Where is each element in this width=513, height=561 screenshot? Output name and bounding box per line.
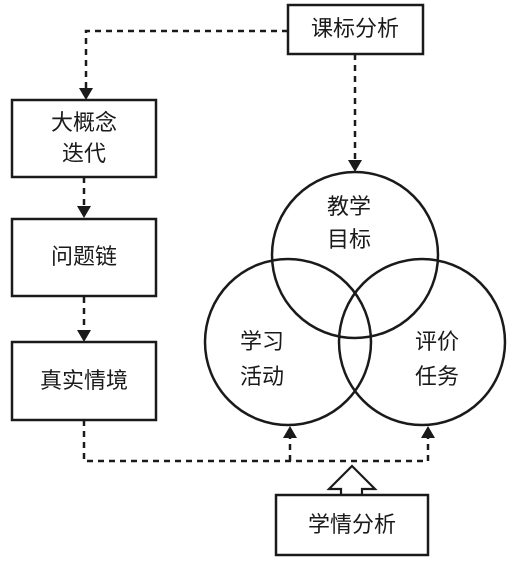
label-real-context: 真实情境 — [40, 369, 128, 394]
arrowhead-to-big-concept — [79, 88, 93, 100]
connector-context-bottom-line — [82, 420, 428, 463]
label-evaluation-tasks-line2: 任务 — [415, 365, 459, 390]
label-big-concept-line1: 大概念 — [51, 111, 117, 136]
circle-learning-activities — [203, 257, 373, 427]
arrowhead-to-evaluation — [421, 426, 435, 438]
label-teaching-goals-line1: 教学 — [327, 195, 371, 220]
label-learning-activities-line2: 活动 — [240, 365, 284, 390]
label-teaching-goals-line2: 目标 — [327, 228, 371, 253]
box-big-concept-iteration — [10, 98, 158, 179]
arrowhead-to-activities — [283, 426, 297, 438]
box-curriculum-analysis — [286, 3, 425, 56]
circle-teaching-goals — [270, 170, 440, 340]
arrowhead-to-context — [77, 330, 91, 342]
label-learning-activities-line1: 学习 — [240, 330, 284, 355]
box-problem-chain — [10, 217, 158, 298]
box-learner-analysis — [274, 493, 430, 557]
label-curriculum-analysis: 课标分析 — [311, 17, 399, 42]
box-real-context — [10, 340, 158, 422]
connector-curriculum-to-big-concept — [84, 29, 288, 90]
label-evaluation-tasks-line1: 评价 — [415, 330, 459, 355]
label-learner-analysis: 学情分析 — [308, 513, 396, 538]
hollow-arrow-learner-analysis — [326, 464, 378, 497]
arrowhead-to-goals — [348, 160, 362, 172]
arrowhead-to-problem-chain — [77, 206, 91, 218]
label-big-concept-line2: 迭代 — [62, 142, 106, 167]
label-problem-chain: 问题链 — [51, 245, 117, 270]
circle-evaluation-tasks — [337, 257, 507, 427]
